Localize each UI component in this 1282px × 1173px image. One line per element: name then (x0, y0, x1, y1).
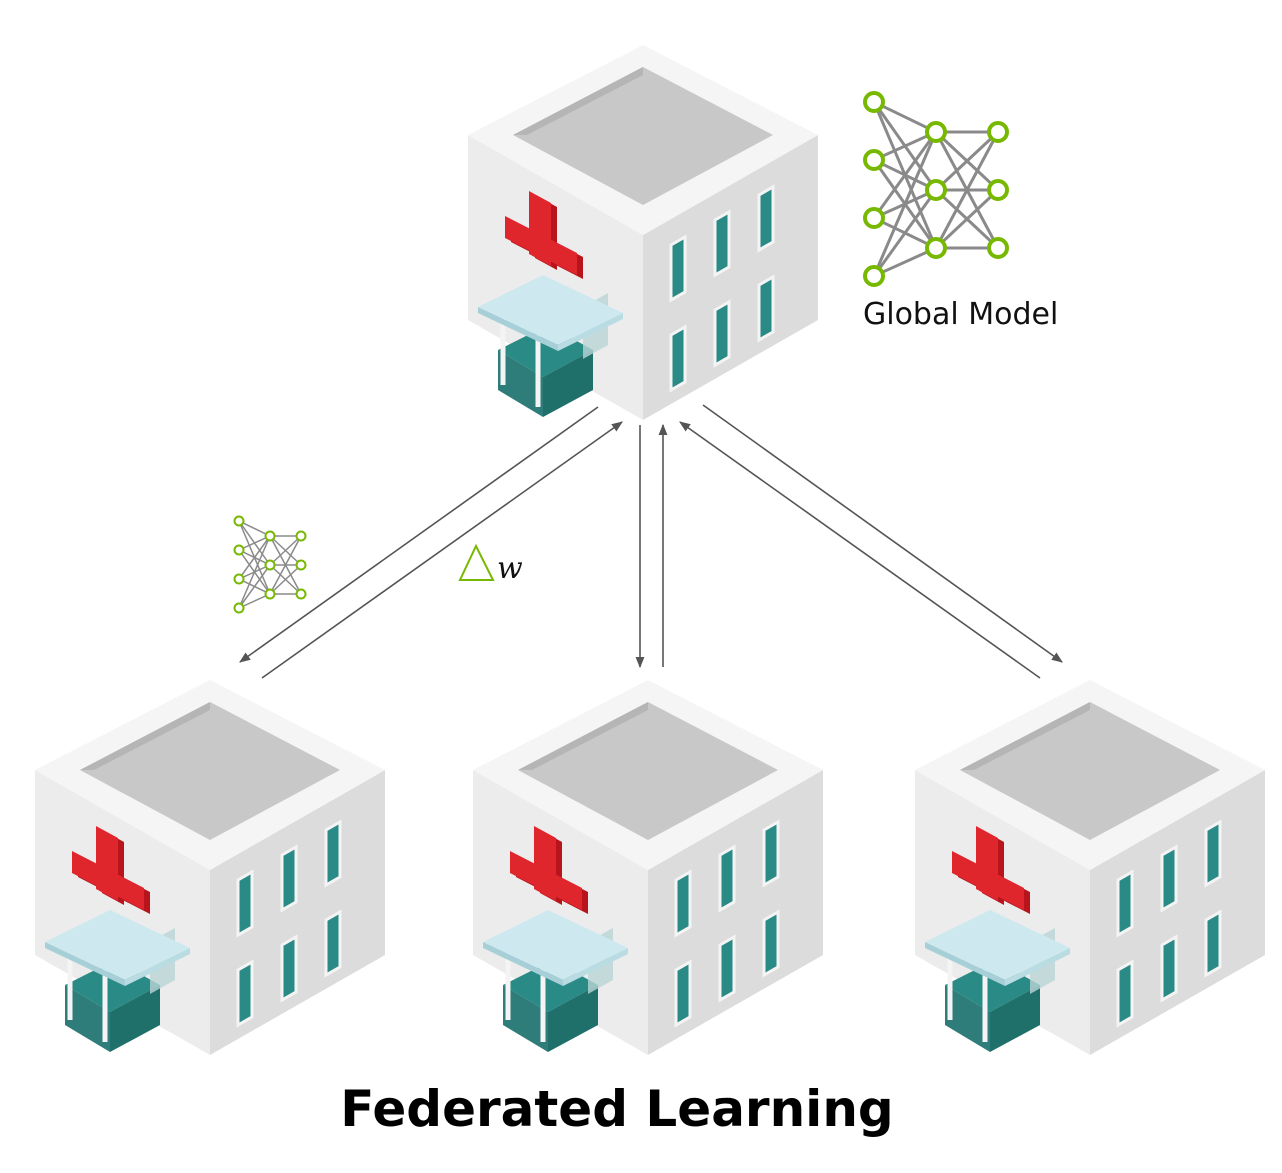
hospital-middle-icon (473, 680, 823, 1055)
central-hospital-icon (468, 45, 818, 420)
arrow-to-right-hospital (702, 404, 1063, 663)
diagram-title: Federated Learning (340, 1080, 893, 1138)
delta-triangle-icon (458, 543, 495, 581)
arrow-to-left-hospital (239, 406, 599, 663)
hospital-right-icon (915, 680, 1265, 1055)
hospital-left-icon (35, 680, 385, 1055)
local-model-neural-network-icon (233, 515, 307, 614)
arrow-from-left-hospital (261, 421, 623, 679)
connection-arrows (239, 404, 1063, 679)
arrow-from-right-hospital (679, 421, 1041, 679)
global-model-label: Global Model (863, 297, 1058, 332)
global-model-neural-network-icon (863, 91, 1009, 287)
update-symbol-label: w (497, 551, 523, 586)
